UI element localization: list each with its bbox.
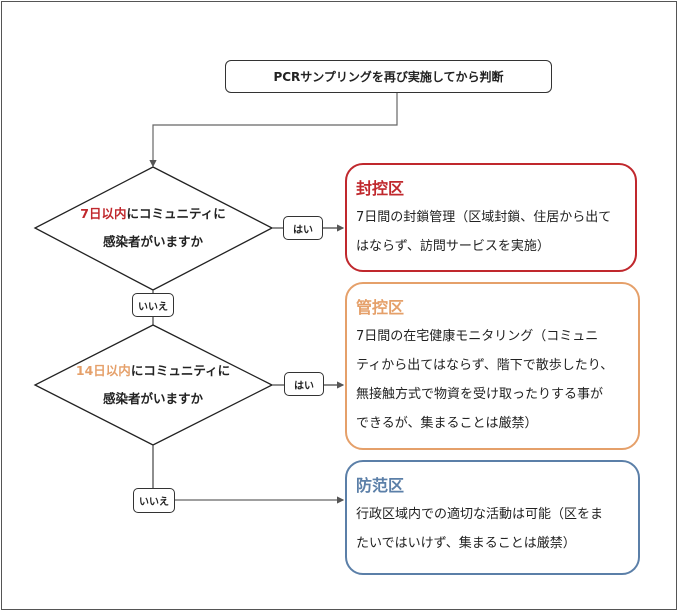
yes-text: はい [294, 380, 314, 392]
decision-2-no-label: いいえ [133, 488, 175, 513]
zone-line: たいではいけず、集まることは厳禁） [356, 536, 576, 551]
start-box: PCRサンプリングを再び実施してから判断 [225, 60, 552, 93]
zone-line: 無接触方式で物資を受け取ったりする事が [356, 387, 604, 402]
zone-prevention-body: 行政区域内での適切な活動は可能（区をま たいではいけず、集まることは厳禁） [356, 500, 630, 558]
zone-line: 行政区域内での適切な活動は可能（区をま [356, 507, 604, 522]
zone-prevention-title: 防范区 [356, 476, 405, 495]
zone-line: 7日間の封鎖管理（区域封鎖、住居から出て [356, 210, 612, 225]
zone-lockdown-title: 封控区 [356, 179, 405, 198]
decision-2-highlight: 14日以内 [75, 363, 131, 378]
zone-line: ティから出てはならず、階下で散歩したり、 [356, 358, 614, 373]
zone-line: できるが、集まることは厳禁） [356, 416, 538, 431]
start-label: PCRサンプリングを再び実施してから判断 [273, 70, 504, 84]
zone-prevention: 防范区 行政区域内での適切な活動は可能（区をま たいではいけず、集まることは厳禁… [345, 460, 640, 575]
no-text: いいえ [138, 301, 168, 313]
no-text: いいえ [139, 497, 169, 508]
zone-control-title: 管控区 [356, 298, 405, 317]
decision-1-text: 7日以内にコミュニティに 感染者がいますか [53, 200, 253, 256]
decision-2-text: 14日以内にコミュニティに 感染者がいますか [53, 357, 253, 413]
decision-1-no-label: いいえ [132, 293, 174, 317]
zone-lockdown: 封控区 7日間の封鎖管理（区域封鎖、住居から出て はならず、訪問サービスを実施） [345, 163, 637, 272]
zone-line: はならず、訪問サービスを実施） [356, 239, 550, 254]
connector-start-to-q1 [149, 93, 398, 168]
decision-2-text-rest: にコミュニティに [130, 363, 231, 378]
decision-2-line2: 感染者がいますか [102, 391, 203, 406]
zone-line: 7日間の在宅健康モニタリング（コミュニ [356, 329, 599, 344]
decision-1-text-rest: にコミュニティに [126, 206, 226, 221]
yes-text: はい [293, 224, 313, 236]
decision-1-highlight: 7日以内 [80, 206, 127, 221]
decision-1-yes-label: はい [283, 216, 323, 240]
zone-control: 管控区 7日間の在宅健康モニタリング（コミュニ ティから出てはならず、階下で散歩… [345, 282, 640, 450]
decision-1-line2: 感染者がいますか [102, 234, 203, 249]
zone-control-body: 7日間の在宅健康モニタリング（コミュニ ティから出てはならず、階下で散歩したり、… [356, 322, 630, 438]
zone-lockdown-body: 7日間の封鎖管理（区域封鎖、住居から出て はならず、訪問サービスを実施） [356, 203, 627, 261]
decision-2-yes-label: はい [284, 372, 324, 396]
